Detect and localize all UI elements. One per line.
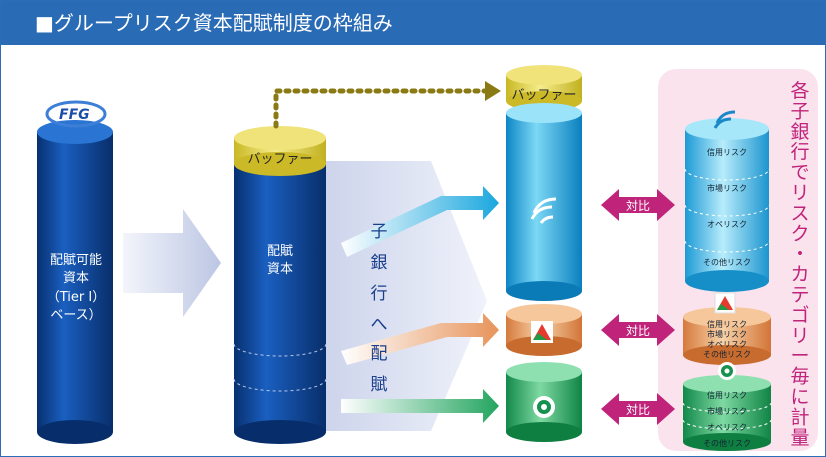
ffg-logo-icon: FFG [45,100,107,128]
kumamoto-risk-operational: オペリスク [707,340,747,349]
available-capital-line-2: 資本 [63,271,89,286]
allocated-capital-line-2: 資本 [267,262,293,277]
capital-flow-arrow [123,209,221,317]
middle-buffer-label: バッファー [247,152,312,167]
fukuoka-risk-icon [713,110,736,129]
available-capital-line-3: （Tier I） [47,290,105,305]
top-buffer-cylinder [506,65,582,111]
arrow-to-fukuoka [341,186,499,257]
side-title-char: 銀 [790,121,809,143]
compare-label-2: 対比 [626,324,650,338]
shinwa-risk-icon [718,362,736,380]
side-title-char: リ [790,325,809,347]
side-title-char: で [790,162,809,184]
allocation-char-5: 配 [371,344,388,364]
fukuoka-risk-other: その他リスク [703,257,751,267]
allocation-char-3: 行 [371,284,388,304]
available-capital-cylinder [37,120,113,444]
side-title-char: ・ [790,243,809,265]
arrow-to-kumamoto [341,313,499,365]
available-capital-label: 配賦可能 資本 （Tier I） ベース） [47,253,105,323]
side-title-char: 各 [790,80,809,102]
allocation-label: 子 銀 行 へ 配 賦 [371,222,388,395]
allocation-char-1: 子 [371,222,388,242]
shinwa-risk-cylinder [682,375,772,451]
kumamoto-risk-market: 市場リスク [707,329,747,339]
shinwa-risk-other: その他リスク [703,438,751,448]
shinwa-risk-market: 市場リスク [707,406,747,416]
kumamoto-bank-cylinder [506,304,582,356]
allocation-fan [323,161,487,431]
available-capital-line-4: ベース） [50,308,101,323]
side-title-char: 行 [790,141,809,163]
compare-arrow-3: 対比 [601,393,675,425]
kumamoto-risk-other: その他リスク [703,349,751,359]
side-title-char: テ [790,284,809,306]
fukuoka-risk-market: 市場リスク [707,183,747,193]
shinwa-bank-icon [533,396,555,418]
kumamoto-risk-labels: 信用リスク 市場リスク オペリスク その他リスク [703,319,751,359]
side-title-char: 量 [790,427,809,449]
kumamoto-risk-cylinder [683,307,771,365]
page-title: ■グループリスク資本配賦制度の枠組み [35,11,393,35]
side-title-char: 毎 [790,366,809,388]
fukuoka-risk-credit: 信用リスク [707,147,747,157]
side-title-char: ク [790,223,809,245]
side-title-char: 子 [790,100,809,122]
fukuoka-risk-labels: 信用リスク 市場リスク オペリスク その他リスク [703,147,751,267]
side-title-char: リ [790,182,809,204]
side-title-char: ス [790,202,809,224]
compare-arrow-1: 対比 [601,189,675,221]
side-title-char: ゴ [790,304,809,326]
fukuoka-bank-icon [530,197,557,224]
compare-arrow-2: 対比 [601,314,675,346]
kumamoto-risk-icon [714,292,736,314]
shinwa-risk-operational: オペリスク [707,423,747,432]
arrow-to-shinwa [341,389,499,423]
allocation-char-2: 銀 [371,253,388,273]
side-title-char: ー [790,345,809,367]
fukuoka-risk-operational: オペリスク [707,220,747,229]
side-title-char: に [790,386,809,408]
side-title-char: カ [790,264,809,286]
kumamoto-risk-credit: 信用リスク [707,319,747,329]
allocation-char-4: へ [371,315,388,335]
allocated-capital-cylinder [233,126,327,444]
allocated-capital-line-1: 配賦 [267,244,293,259]
side-title-char: 計 [790,406,809,428]
shinwa-risk-credit: 信用リスク [707,390,747,400]
available-capital-line-1: 配賦可能 [50,253,102,268]
allocation-char-6: 賦 [371,375,388,395]
dotted-arrow-icon [273,81,501,129]
ffg-logo-text: FFG [59,107,90,123]
compare-label-3: 対比 [626,403,650,417]
fukuoka-risk-cylinder [684,118,770,292]
top-buffer-label: バッファー [511,88,576,103]
title-bar: ■グループリスク資本配賦制度の枠組み [1,1,825,45]
kumamoto-bank-icon [531,321,553,343]
compare-label-1: 対比 [626,199,650,213]
shinwa-risk-labels: 信用リスク 市場リスク オペリスク その他リスク [703,390,751,448]
